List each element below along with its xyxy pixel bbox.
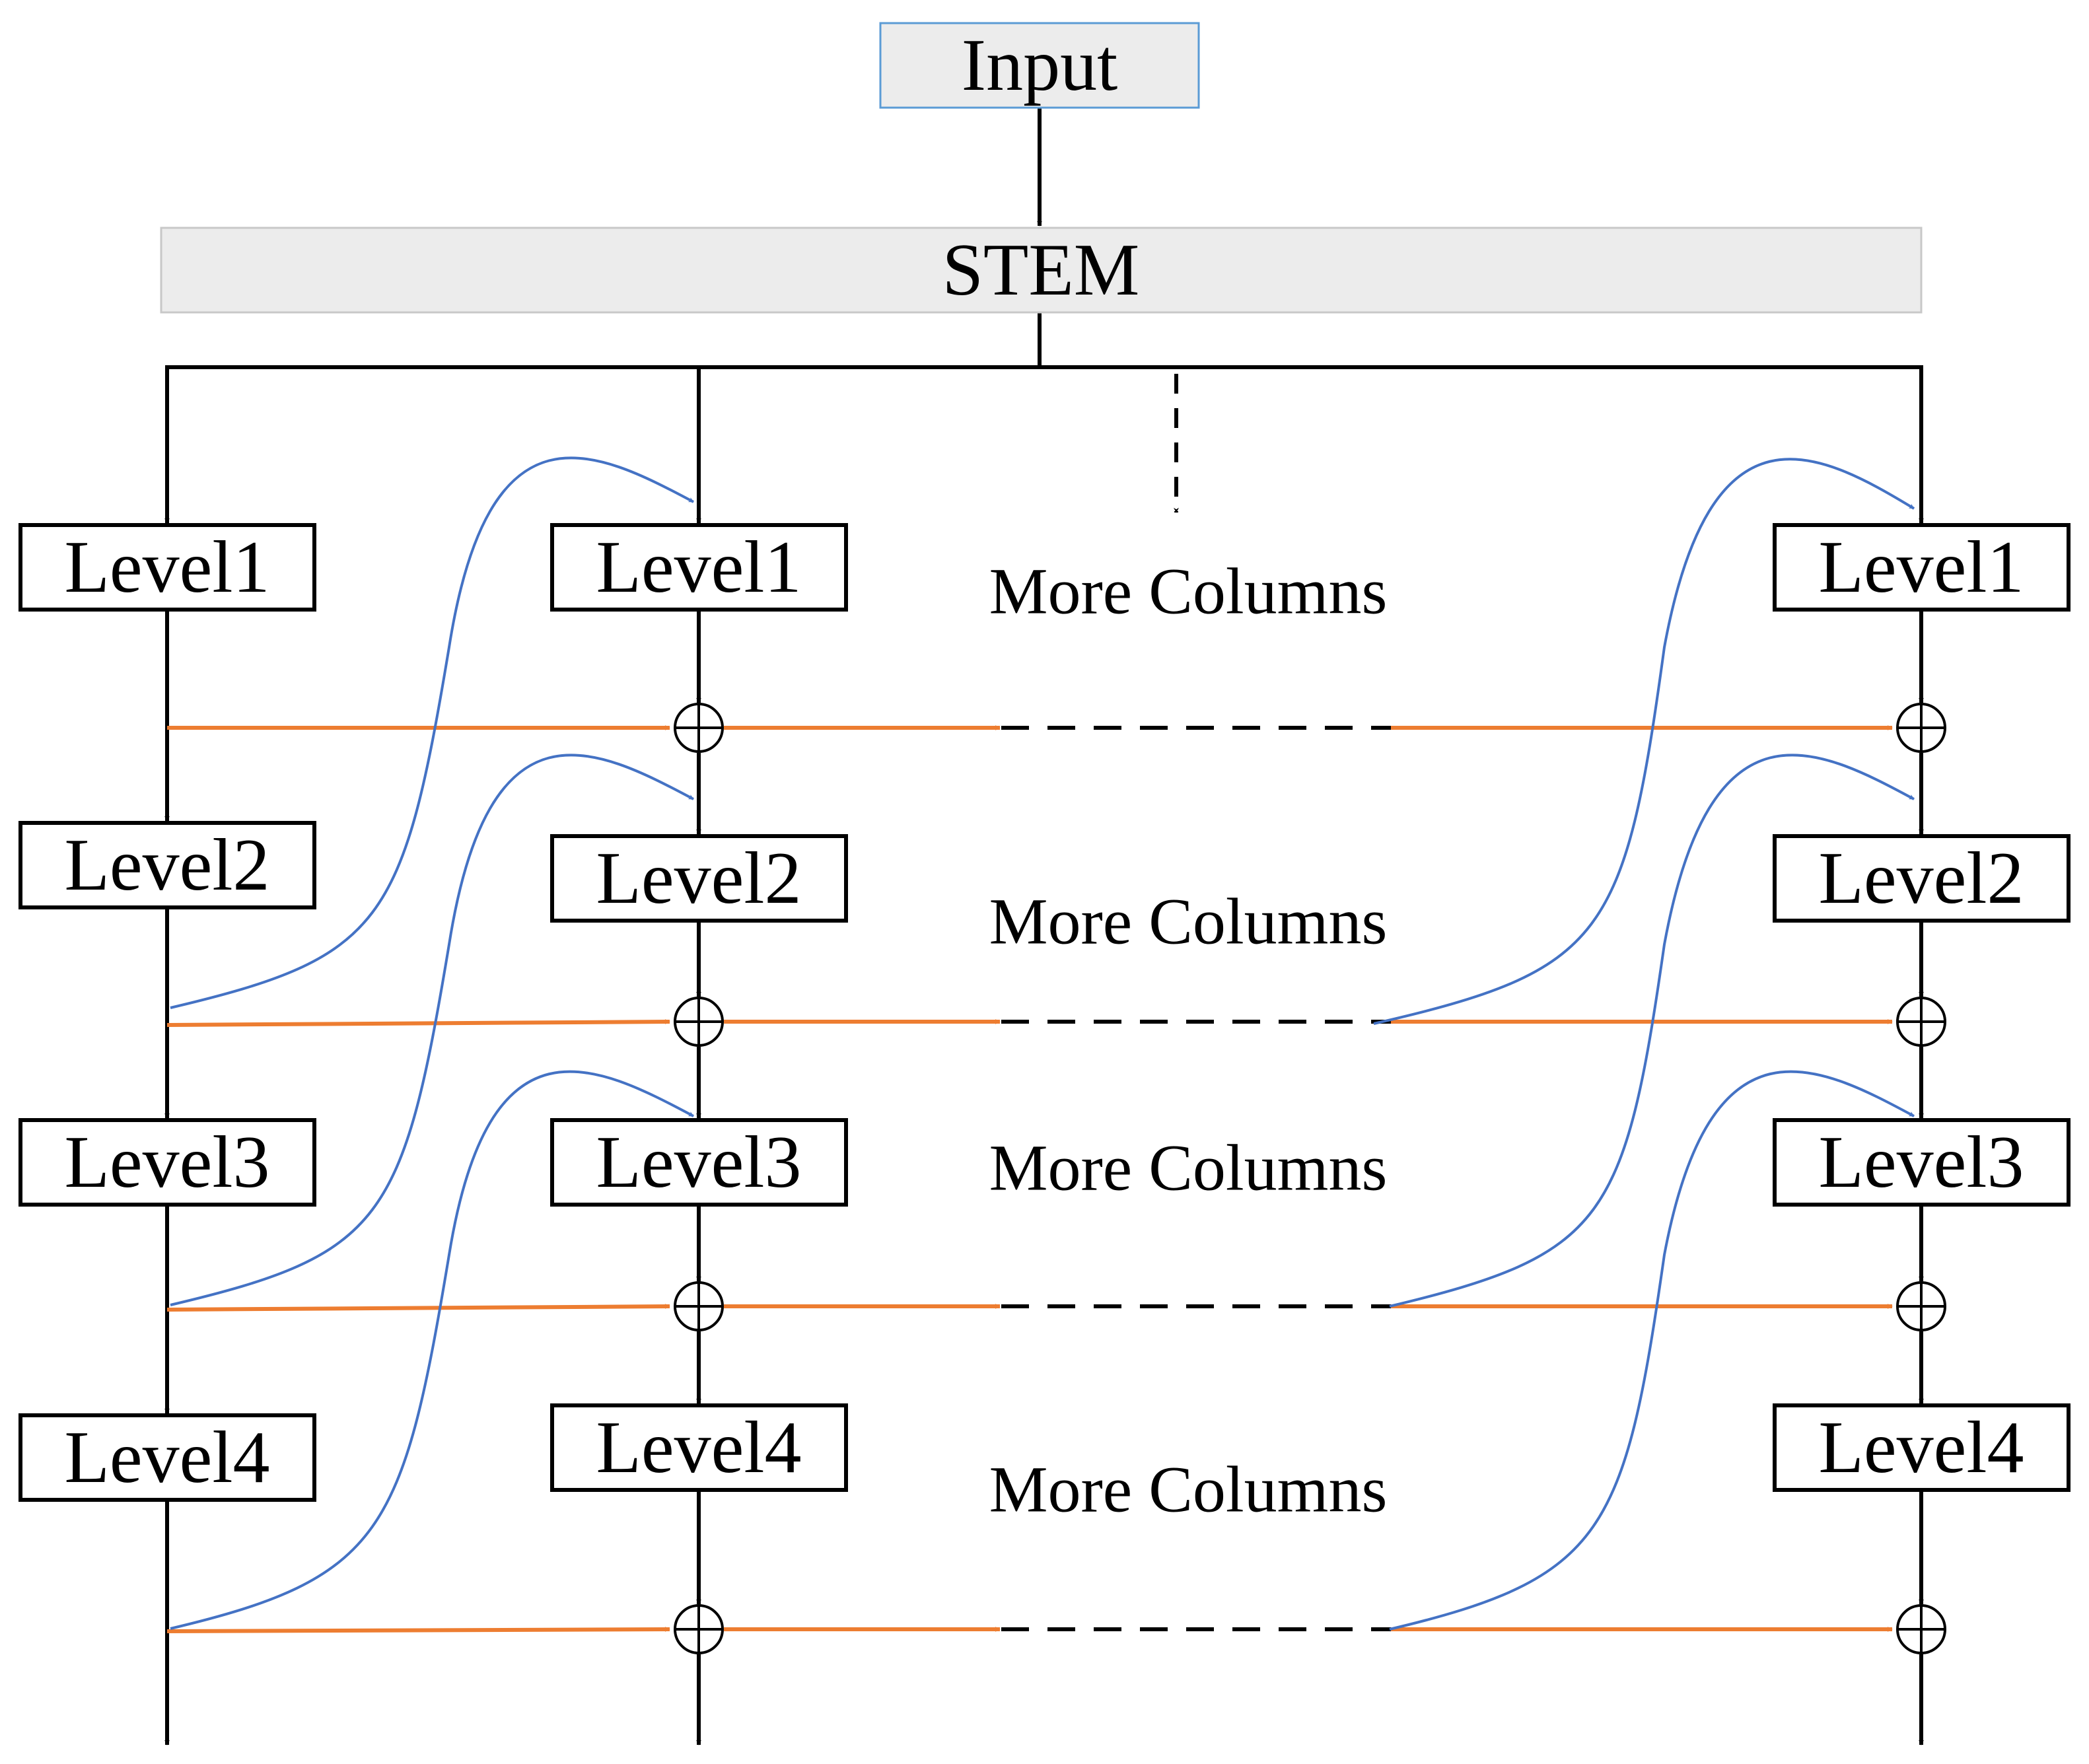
stem-node: STEM bbox=[160, 227, 1923, 314]
add-operator-icon bbox=[674, 1604, 724, 1654]
level-label: Level3 bbox=[65, 1121, 270, 1203]
level-label: Level2 bbox=[1819, 837, 2024, 919]
arrow-right-icon bbox=[166, 1304, 670, 1312]
level-label: Level1 bbox=[596, 526, 802, 608]
level-box bbox=[18, 821, 316, 909]
more-columns-label: More Columns bbox=[989, 1131, 1388, 1205]
level-label: Level4 bbox=[596, 1407, 802, 1489]
more-columns-group: More Columns More Columns More Columns M… bbox=[989, 555, 1388, 1526]
input-box bbox=[879, 22, 1200, 109]
add-operator-icon bbox=[1896, 1604, 1946, 1654]
level-box bbox=[18, 1413, 316, 1502]
level-box bbox=[550, 834, 848, 923]
level-label: Level2 bbox=[596, 837, 802, 919]
level-label: Level4 bbox=[65, 1417, 270, 1499]
level-box bbox=[18, 1118, 316, 1207]
more-columns-label: More Columns bbox=[989, 555, 1388, 628]
add-operator-icon bbox=[674, 703, 724, 753]
level-box bbox=[1773, 834, 2071, 923]
level-box bbox=[550, 1403, 848, 1492]
level-box bbox=[1773, 1403, 2071, 1492]
connections-layer bbox=[164, 108, 1924, 1746]
add-operator-icon bbox=[674, 1281, 724, 1331]
stem-box bbox=[160, 227, 1923, 314]
more-columns-label: More Columns bbox=[989, 1453, 1388, 1526]
arrow-right-icon bbox=[166, 1627, 670, 1633]
level-box bbox=[550, 523, 848, 612]
level-label: Level3 bbox=[596, 1121, 802, 1203]
arrow-right-icon bbox=[166, 1019, 670, 1027]
level-label: Level3 bbox=[1819, 1121, 2024, 1203]
level-box bbox=[18, 523, 316, 612]
input-node: Input bbox=[879, 22, 1200, 109]
stem-label: STEM bbox=[942, 229, 1140, 311]
add-operator-icon bbox=[1896, 703, 1946, 753]
more-columns-label: More Columns bbox=[989, 885, 1388, 958]
reversible-connection bbox=[170, 456, 694, 1009]
level-box bbox=[550, 1118, 848, 1207]
add-operator-icon bbox=[1896, 1281, 1946, 1331]
level-label: Level2 bbox=[65, 824, 270, 906]
reversible-connection bbox=[1373, 458, 1915, 1025]
reversible-connection bbox=[1389, 1070, 1915, 1631]
add-operator-icon bbox=[674, 997, 724, 1047]
level-label: Level1 bbox=[1819, 526, 2024, 608]
reversible-connection bbox=[1389, 754, 1915, 1308]
level-box bbox=[1773, 523, 2071, 612]
column-2: Level1 Level2 Level3 Level4 bbox=[550, 523, 848, 1492]
level-label: Level1 bbox=[65, 526, 270, 608]
level-box bbox=[1773, 1118, 2071, 1207]
column-3: Level1 Level2 Level3 Level4 bbox=[1773, 523, 2071, 1492]
add-operator-icon bbox=[1896, 997, 1946, 1047]
column-1: Level1 Level2 Level3 Level4 bbox=[18, 523, 316, 1502]
reversible-connection bbox=[170, 754, 694, 1306]
input-label: Input bbox=[962, 24, 1117, 106]
level-label: Level4 bbox=[1819, 1407, 2024, 1489]
reversible-connection bbox=[170, 1070, 694, 1630]
add-operators-layer bbox=[674, 703, 1946, 1654]
